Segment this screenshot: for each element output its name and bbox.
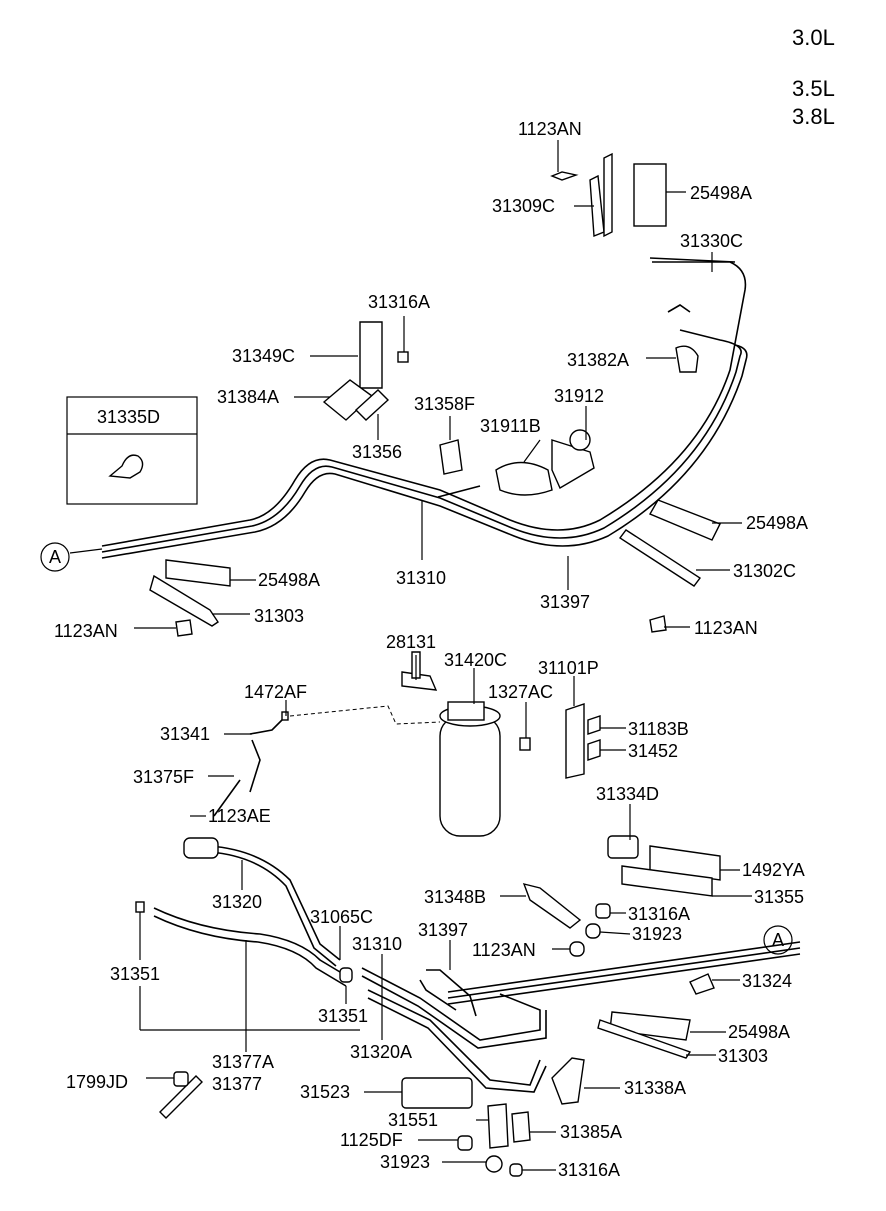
part-label-1123an-left: 1123AN — [54, 621, 118, 641]
part-label-25498a-left: 25498A — [258, 570, 320, 590]
part-label-31316a-top: 31316A — [368, 292, 430, 312]
clip-parts-top — [149, 152, 721, 637]
part-label-25498a-top: 25498A — [690, 183, 752, 203]
leader-lines — [134, 140, 752, 1171]
part-label-1123an-top: 1123AN — [518, 119, 582, 139]
part-label-31377: 31377 — [212, 1074, 262, 1094]
ref-marker-a-left: A — [40, 542, 103, 572]
inset-box: 31335D — [66, 396, 198, 505]
part-label-1327ac: 1327AC — [488, 682, 553, 702]
part-label-31330c: 31330C — [680, 231, 743, 251]
lower-fuel-lines: A — [135, 835, 801, 1177]
part-label-1472af: 1472AF — [244, 682, 307, 702]
part-label-31911b: 31911B — [480, 416, 541, 436]
svg-text:A: A — [49, 547, 61, 567]
ref-marker-a-right-text: A — [772, 930, 784, 950]
engine-label-3-0l: 3.0L — [792, 25, 835, 50]
part-label-31349c: 31349C — [232, 346, 295, 366]
part-label-31912: 31912 — [554, 386, 604, 406]
part-label-31923-bot: 31923 — [380, 1152, 430, 1172]
upper-fuel-lines — [101, 257, 748, 559]
part-label-31183b: 31183B — [628, 719, 689, 739]
part-label-31348b: 31348B — [424, 887, 486, 907]
part-label-31385a: 31385A — [560, 1122, 622, 1142]
part-label-31303-bot: 31303 — [718, 1046, 768, 1066]
part-label-31316a-mid: 31316A — [628, 904, 690, 924]
part-label-31310-top: 31310 — [396, 568, 446, 588]
part-label-31382a: 31382A — [567, 350, 629, 370]
part-label-31397-top: 31397 — [540, 592, 590, 612]
part-label-31375f: 31375F — [133, 767, 194, 787]
part-label-31452: 31452 — [628, 741, 678, 761]
part-label-31523: 31523 — [300, 1082, 350, 1102]
part-label-31320: 31320 — [212, 892, 262, 912]
part-label-31324: 31324 — [742, 971, 792, 991]
part-label-1123an-bot: 1123AN — [472, 940, 536, 960]
part-label-31923-mid: 31923 — [632, 924, 682, 944]
part-label-31551: 31551 — [388, 1110, 438, 1130]
part-label-31320a: 31320A — [350, 1042, 412, 1062]
part-label-1123an-right: 1123AN — [694, 618, 758, 638]
part-label-28131: 28131 — [386, 632, 436, 652]
canister-assembly — [213, 651, 601, 837]
part-label-31358f: 31358F — [414, 394, 475, 414]
part-label-31420c: 31420C — [444, 650, 507, 670]
engine-label-3-8l: 3.8L — [792, 104, 835, 129]
part-label-31351-left: 31351 — [110, 964, 160, 984]
part-label-1123ae: 1123AE — [208, 806, 271, 826]
part-label-25498a-bot: 25498A — [728, 1022, 790, 1042]
part-label-31310-bot: 31310 — [352, 934, 402, 954]
part-label-25498a-right: 25498A — [746, 513, 808, 533]
engine-label-3-5l: 3.5L — [792, 76, 835, 101]
part-label-31356: 31356 — [352, 442, 402, 462]
part-label-31302c: 31302C — [733, 561, 796, 581]
part-labels: 1123AN 31309C 25498A 31330C 31316A 31349… — [54, 119, 808, 1180]
part-label-31384a: 31384A — [217, 387, 279, 407]
part-label-1125df: 1125DF — [340, 1130, 403, 1150]
part-label-31351-mid: 31351 — [318, 1006, 368, 1026]
part-label-31309c: 31309C — [492, 196, 555, 216]
part-label-31065c: 31065C — [310, 907, 373, 927]
ref-marker-a-right — [763, 925, 793, 955]
part-label-31101p: 31101P — [538, 658, 599, 678]
part-label-1492ya: 1492YA — [742, 860, 805, 880]
inset-part-label: 31335D — [97, 407, 160, 427]
part-label-31377a: 31377A — [212, 1052, 274, 1072]
part-label-31397-bot: 31397 — [418, 920, 468, 940]
part-label-31338a: 31338A — [624, 1078, 686, 1098]
part-label-31334d: 31334D — [596, 784, 659, 804]
part-label-31341: 31341 — [160, 724, 210, 744]
clip-31335d-shape — [108, 454, 144, 479]
part-label-31316a-bot: 31316A — [558, 1160, 620, 1180]
part-label-1799jd: 1799JD — [66, 1072, 128, 1092]
part-label-31303-left: 31303 — [254, 606, 304, 626]
part-label-31355: 31355 — [754, 887, 804, 907]
